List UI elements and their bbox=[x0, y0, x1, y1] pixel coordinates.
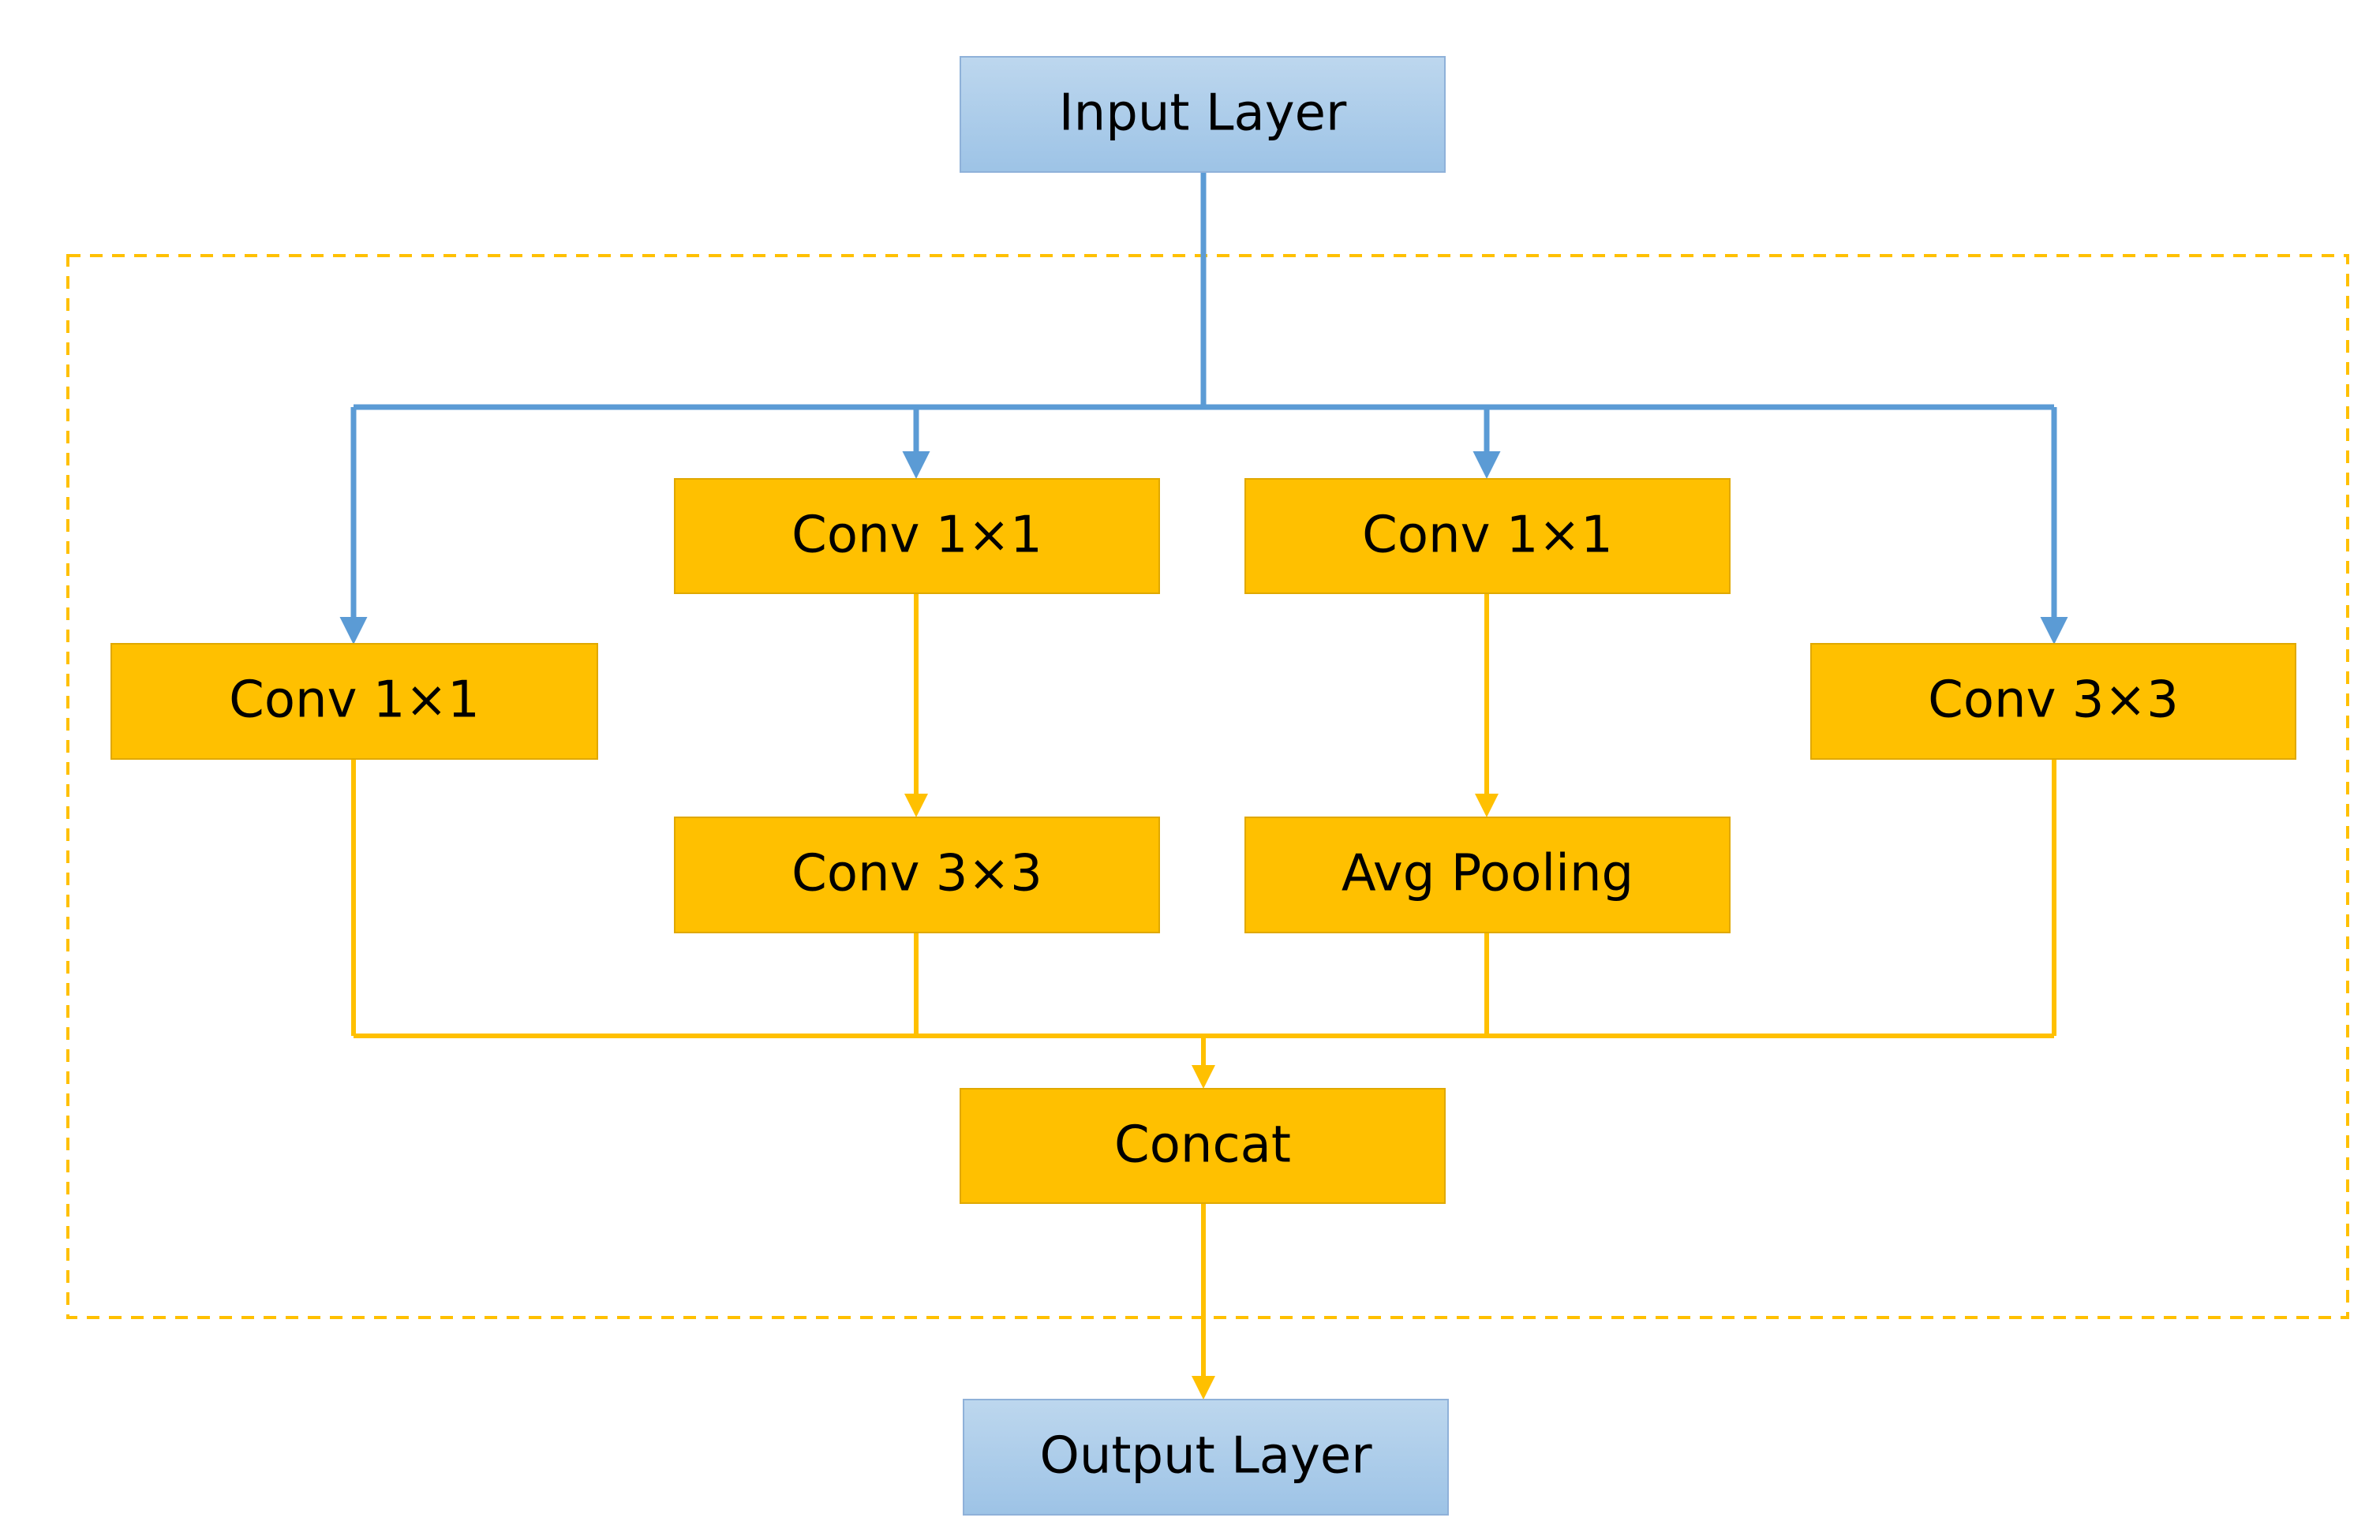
conv-b1-node: Conv 1×1 bbox=[674, 478, 1160, 594]
conv-a-node: Conv 1×1 bbox=[110, 643, 598, 760]
concat-box bbox=[960, 1088, 1446, 1204]
concat-label: Concat bbox=[1114, 1116, 1291, 1175]
conv-d-node: Conv 3×3 bbox=[1810, 643, 2296, 760]
conv-b1-box bbox=[674, 478, 1160, 594]
conv-b2-node: Conv 3×3 bbox=[674, 817, 1160, 933]
concat-node: Concat bbox=[960, 1088, 1446, 1204]
conv-a-label: Conv 1×1 bbox=[229, 671, 480, 730]
output-layer-box bbox=[963, 1399, 1449, 1516]
input-layer-node: Input Layer bbox=[960, 56, 1446, 173]
conv-b1-label: Conv 1×1 bbox=[791, 506, 1042, 565]
avg-pooling-label: Avg Pooling bbox=[1342, 845, 1633, 903]
conv-c1-label: Conv 1×1 bbox=[1362, 506, 1613, 565]
output-layer-label: Output Layer bbox=[1039, 1427, 1372, 1486]
conv-c1-node: Conv 1×1 bbox=[1244, 478, 1731, 594]
input-layer-box bbox=[960, 56, 1446, 173]
conv-b2-label: Conv 3×3 bbox=[791, 845, 1042, 903]
inception-module-border bbox=[66, 254, 2349, 1319]
conv-d-box bbox=[1810, 643, 2296, 760]
avg-pooling-node: Avg Pooling bbox=[1244, 817, 1731, 933]
avg-pooling-box bbox=[1244, 817, 1731, 933]
conv-b2-box bbox=[674, 817, 1160, 933]
conv-a-box bbox=[110, 643, 598, 760]
input-layer-label: Input Layer bbox=[1059, 84, 1347, 143]
module-connectors bbox=[351, 593, 2056, 1400]
conv-d-label: Conv 3×3 bbox=[1928, 671, 2179, 730]
conv-c1-box bbox=[1244, 478, 1731, 594]
input-connectors bbox=[339, 172, 2068, 645]
output-layer-node: Output Layer bbox=[963, 1399, 1449, 1516]
